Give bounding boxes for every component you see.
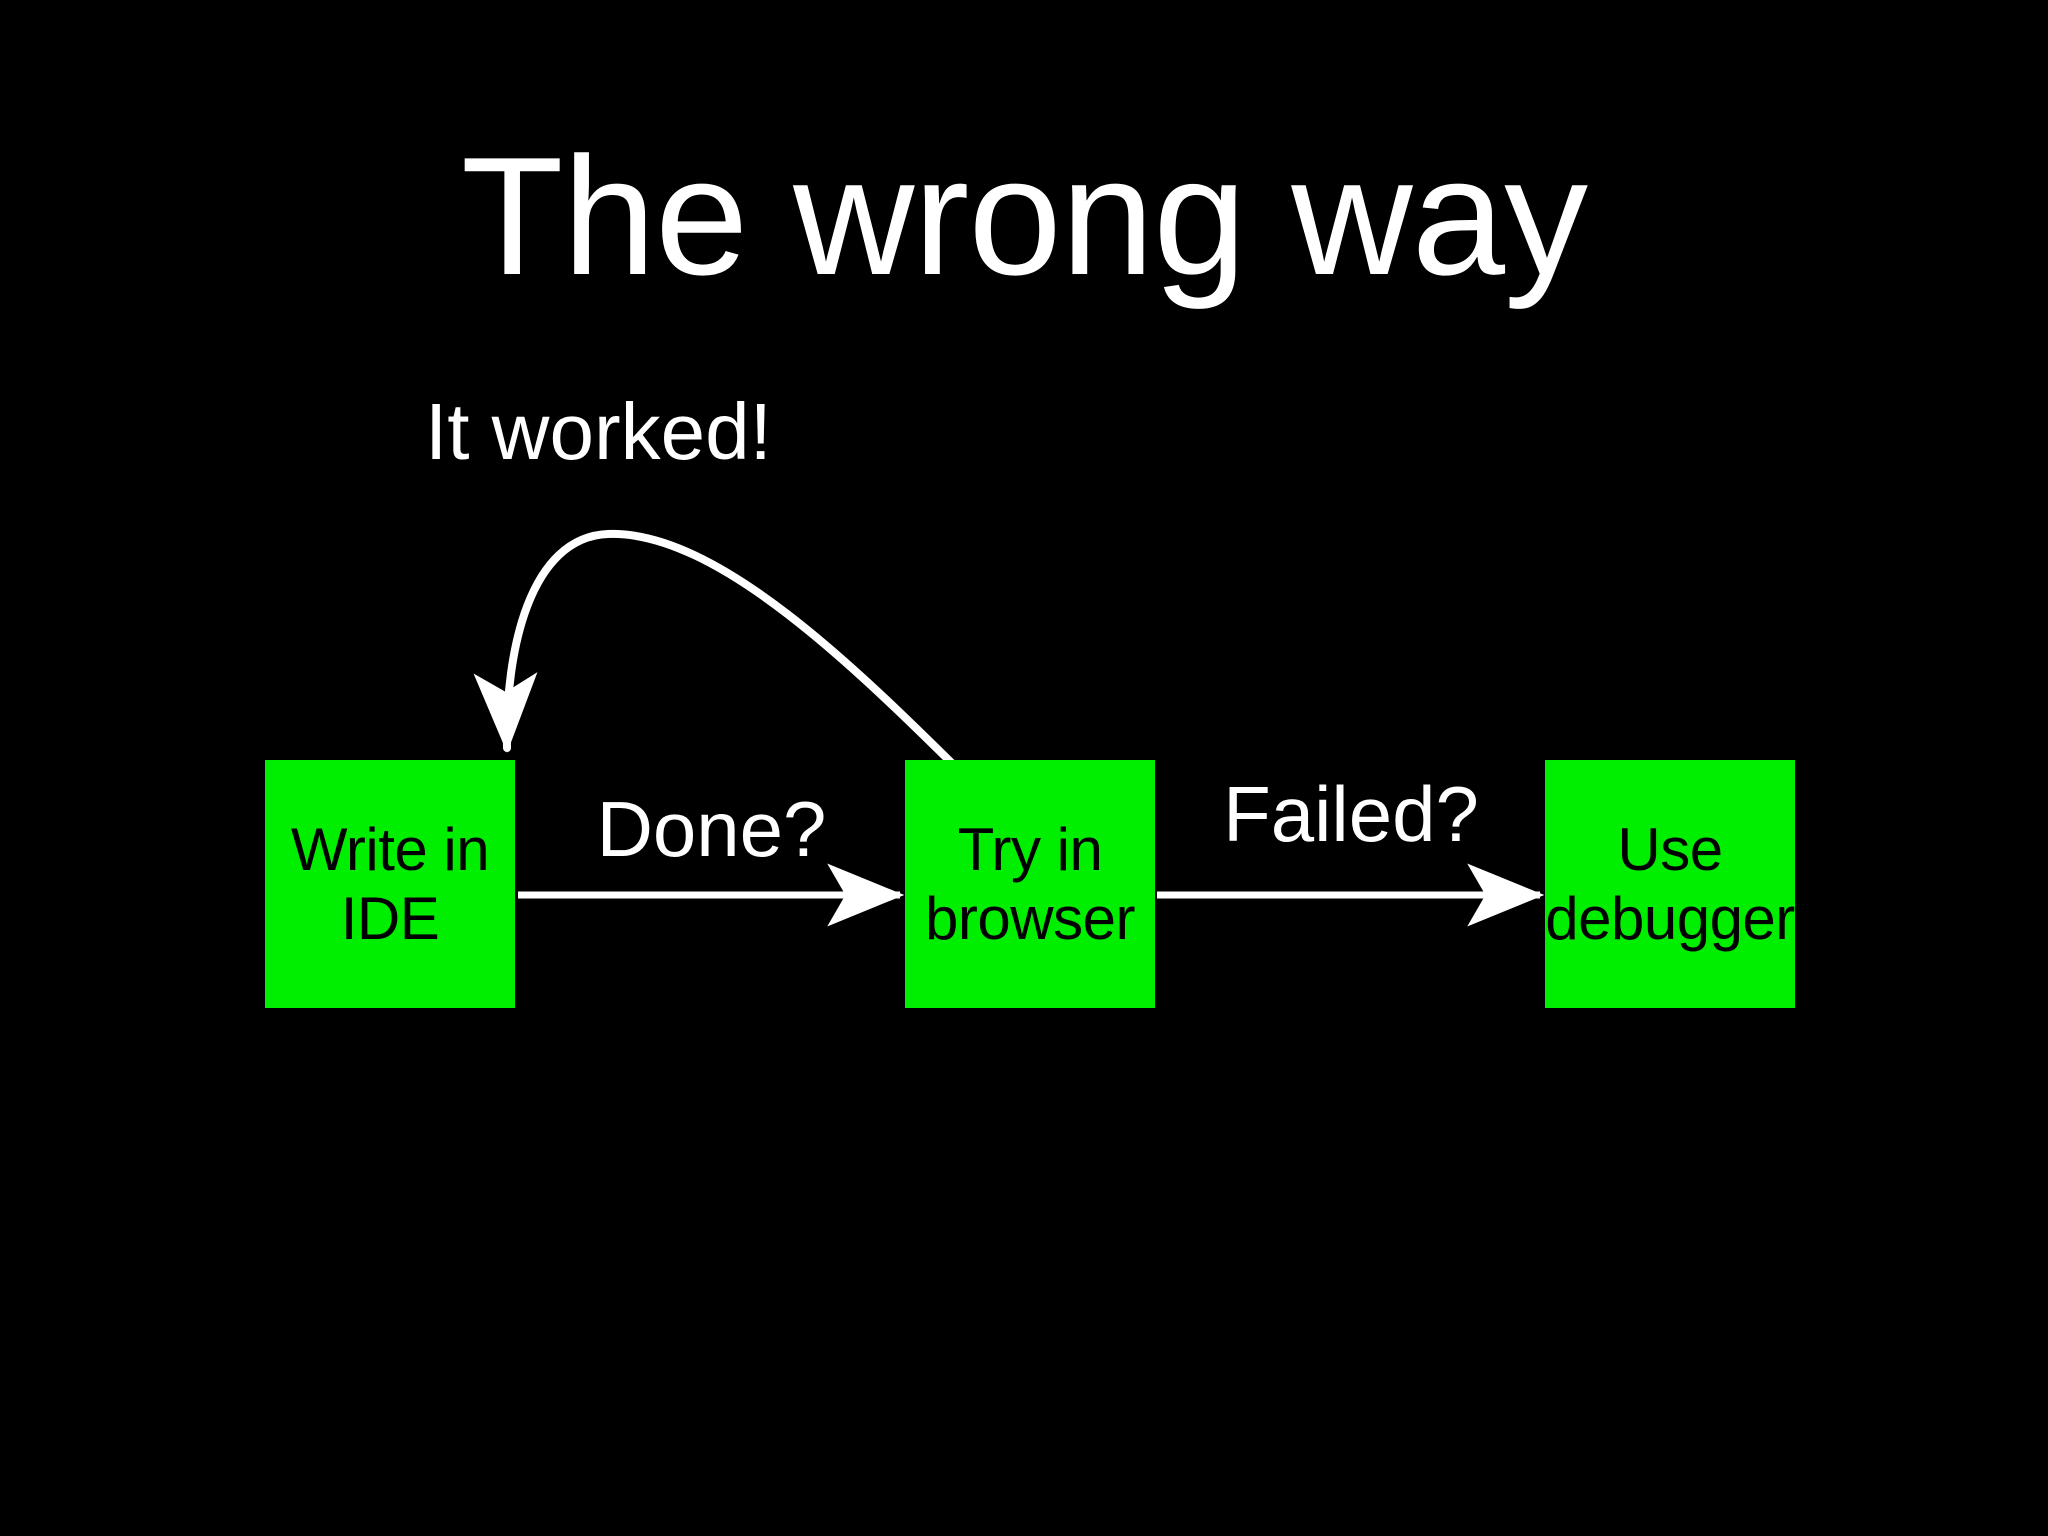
flow-node-try-in-browser[interactable]: Try in browser: [905, 760, 1155, 1008]
flow-node-label-line2: IDE: [340, 885, 440, 952]
edge-label-failed: Failed?: [1223, 770, 1479, 858]
flow-node-label-line2: debugger: [1545, 885, 1795, 952]
page-title: The wrong way: [460, 122, 1588, 310]
flow-node-write-in-ide[interactable]: Write in IDE: [265, 760, 515, 1008]
flow-node-label-line1: Use: [1617, 816, 1723, 883]
flow-node-label-line1: Write in: [290, 816, 490, 883]
flow-node-label-line2: browser: [925, 885, 1135, 952]
flow-node-label: Use debugger: [1541, 815, 1799, 953]
flow-node-use-debugger[interactable]: Use debugger: [1545, 760, 1795, 1008]
edge-arrow-it-worked: [473, 529, 979, 790]
flow-node-label-line1: Try in: [957, 816, 1103, 883]
edge-label-done: Done?: [596, 785, 827, 873]
annotation-it-worked: It worked!: [425, 387, 772, 476]
flow-node-label: Try in browser: [921, 815, 1139, 953]
flow-node-label: Write in IDE: [287, 815, 493, 953]
